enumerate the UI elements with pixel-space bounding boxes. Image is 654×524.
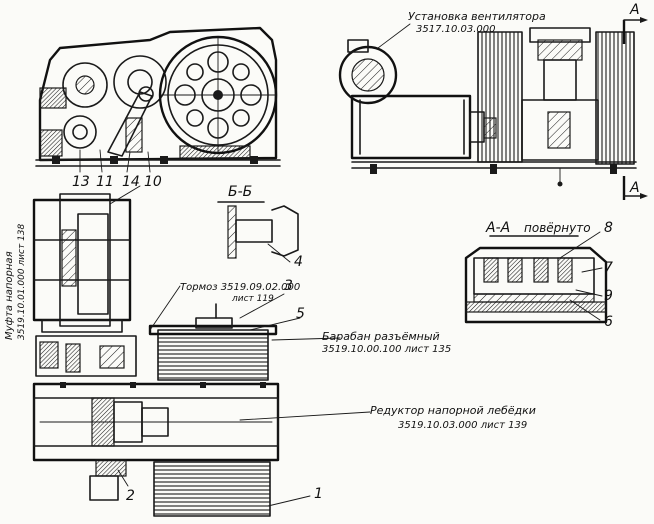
reducer-title: Редуктор напорной лебёдки <box>370 404 536 417</box>
section-aa-title: А-А <box>485 220 510 236</box>
drum-title: Барабан разъёмный <box>322 330 440 343</box>
callout-13: 13 <box>72 174 90 190</box>
callout-6: 6 <box>604 314 613 330</box>
coupling-ref: 3519.10.01.000 лист 138 <box>17 223 27 340</box>
callout-4: 4 <box>294 254 303 270</box>
reducer-ref: 3519.10.03.000 лист 139 <box>398 420 527 431</box>
callout-5: 5 <box>296 306 305 322</box>
section-aa-corner-bottom: А <box>629 180 640 196</box>
plan-view <box>32 185 371 517</box>
section-bb-title: Б-Б <box>228 184 252 200</box>
drum-ref: 3519.10.00.100 лист 135 <box>322 344 451 355</box>
section-bb <box>217 201 299 263</box>
section-aa-note: повёрнуто <box>524 221 591 235</box>
callout-8: 8 <box>604 220 613 236</box>
callout-1: 1 <box>314 486 323 502</box>
fan-ref: 3517.10.03.000 <box>416 24 496 35</box>
callout-2: 2 <box>126 488 135 504</box>
callout-10: 10 <box>144 174 162 190</box>
callout-3: 3 <box>284 278 293 294</box>
coupling-title: Муфта напорная <box>4 251 15 340</box>
section-aa <box>464 231 608 324</box>
callout-14: 14 <box>122 174 140 190</box>
callout-9: 9 <box>604 288 613 304</box>
side-view <box>338 17 648 200</box>
section-aa-corner-top: А <box>629 2 640 18</box>
callout-11: 11 <box>96 174 114 190</box>
fan-title: Установка вентилятора <box>408 10 546 23</box>
brake-ref: лист 119 <box>231 294 274 304</box>
callout-7: 7 <box>604 260 613 276</box>
brake-title: Тормоз 3519.09.02.000 <box>180 282 300 293</box>
front-view <box>35 26 281 173</box>
